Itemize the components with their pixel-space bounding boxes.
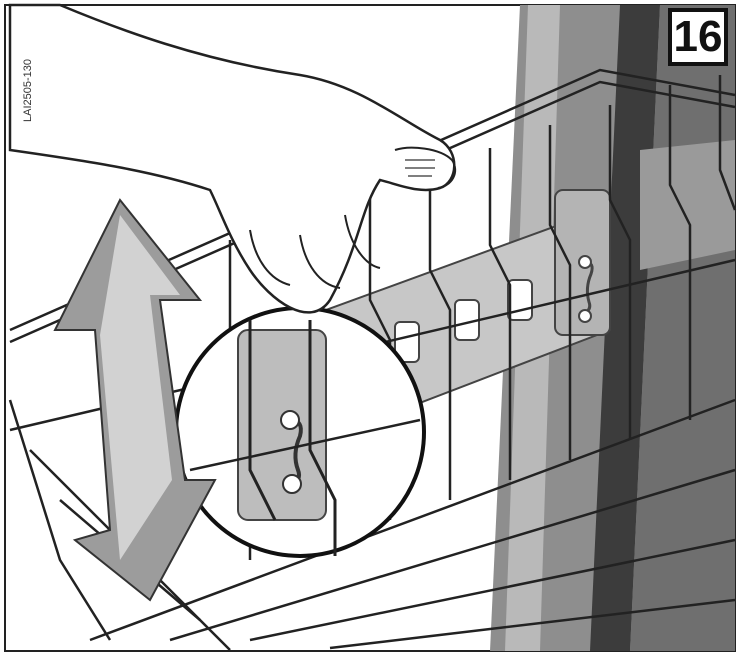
figure-reference-code: LAI2505-130 bbox=[22, 59, 34, 122]
hand-icon bbox=[8, 3, 457, 314]
double-arrow-icon bbox=[53, 198, 217, 602]
magnifier-circle-icon bbox=[174, 306, 426, 558]
wire-basket-icon bbox=[8, 68, 737, 651]
hook-bracket-icon bbox=[554, 189, 611, 336]
step-number-badge: 16 bbox=[668, 8, 728, 66]
